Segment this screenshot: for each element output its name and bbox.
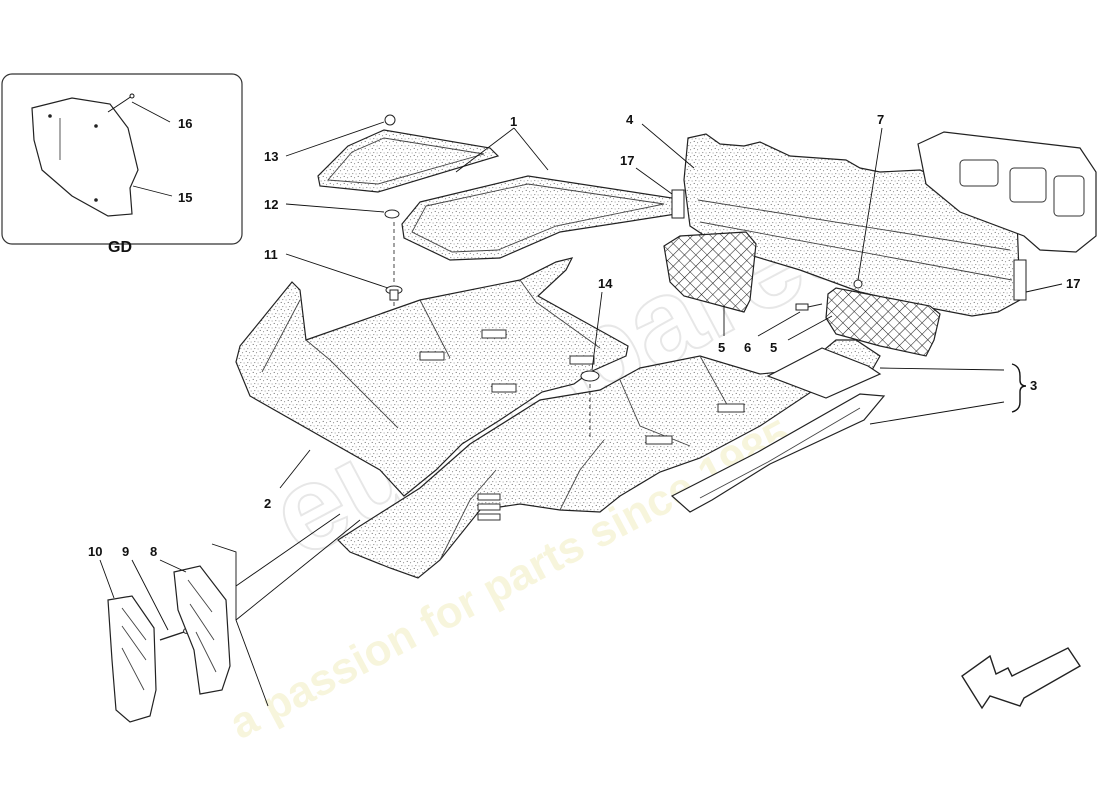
part-14-plug <box>580 370 600 382</box>
inset-label-gd: GD <box>108 239 132 256</box>
callout-5-left: 5 <box>718 340 725 355</box>
callout-17-right: 17 <box>1066 276 1080 291</box>
callout-16: 16 <box>178 116 192 131</box>
callout-12: 12 <box>264 197 278 212</box>
direction-arrow <box>961 647 1081 710</box>
part-8-side-trim <box>173 565 231 695</box>
part-12-clip <box>384 209 400 219</box>
callout-14: 14 <box>598 276 613 291</box>
callout-9: 9 <box>122 544 129 559</box>
callout-17-left: 17 <box>620 153 634 168</box>
callout-7: 7 <box>877 112 884 127</box>
part-13-fastener <box>384 114 396 126</box>
callout-1: 1 <box>510 114 517 129</box>
callout-15: 15 <box>178 190 192 205</box>
part-15-shape <box>31 97 139 217</box>
callout-4: 4 <box>626 112 634 127</box>
callout-10: 10 <box>88 544 102 559</box>
callout-6: 6 <box>744 340 751 355</box>
part-13-mat <box>317 129 500 193</box>
part-5-net-left <box>663 231 757 313</box>
part-5-net-right <box>825 287 941 357</box>
part-9-pin <box>159 628 189 641</box>
part-1-mat <box>401 175 677 261</box>
bracket-3 <box>1011 363 1027 413</box>
part-6-screw <box>795 303 823 311</box>
part-3-sill-trim-lower <box>670 393 886 513</box>
vent-grille <box>477 493 501 521</box>
callout-3: 3 <box>1030 378 1037 393</box>
part-17-spacer-left <box>671 189 685 219</box>
part-17-spacer-right <box>1013 259 1027 301</box>
part-10-side-trim <box>107 595 157 723</box>
part-11-screw <box>385 285 403 301</box>
callout-13: 13 <box>264 149 278 164</box>
gd-inset: 16 15 GD <box>1 73 243 256</box>
callout-11: 11 <box>264 247 278 262</box>
callout-2: 2 <box>264 496 271 511</box>
callout-8: 8 <box>150 544 157 559</box>
part-7-grommet <box>853 279 863 289</box>
part-3-sill-trim-upper <box>766 347 882 399</box>
callout-5-right: 5 <box>770 340 777 355</box>
part-2-main-carpet <box>235 257 629 497</box>
